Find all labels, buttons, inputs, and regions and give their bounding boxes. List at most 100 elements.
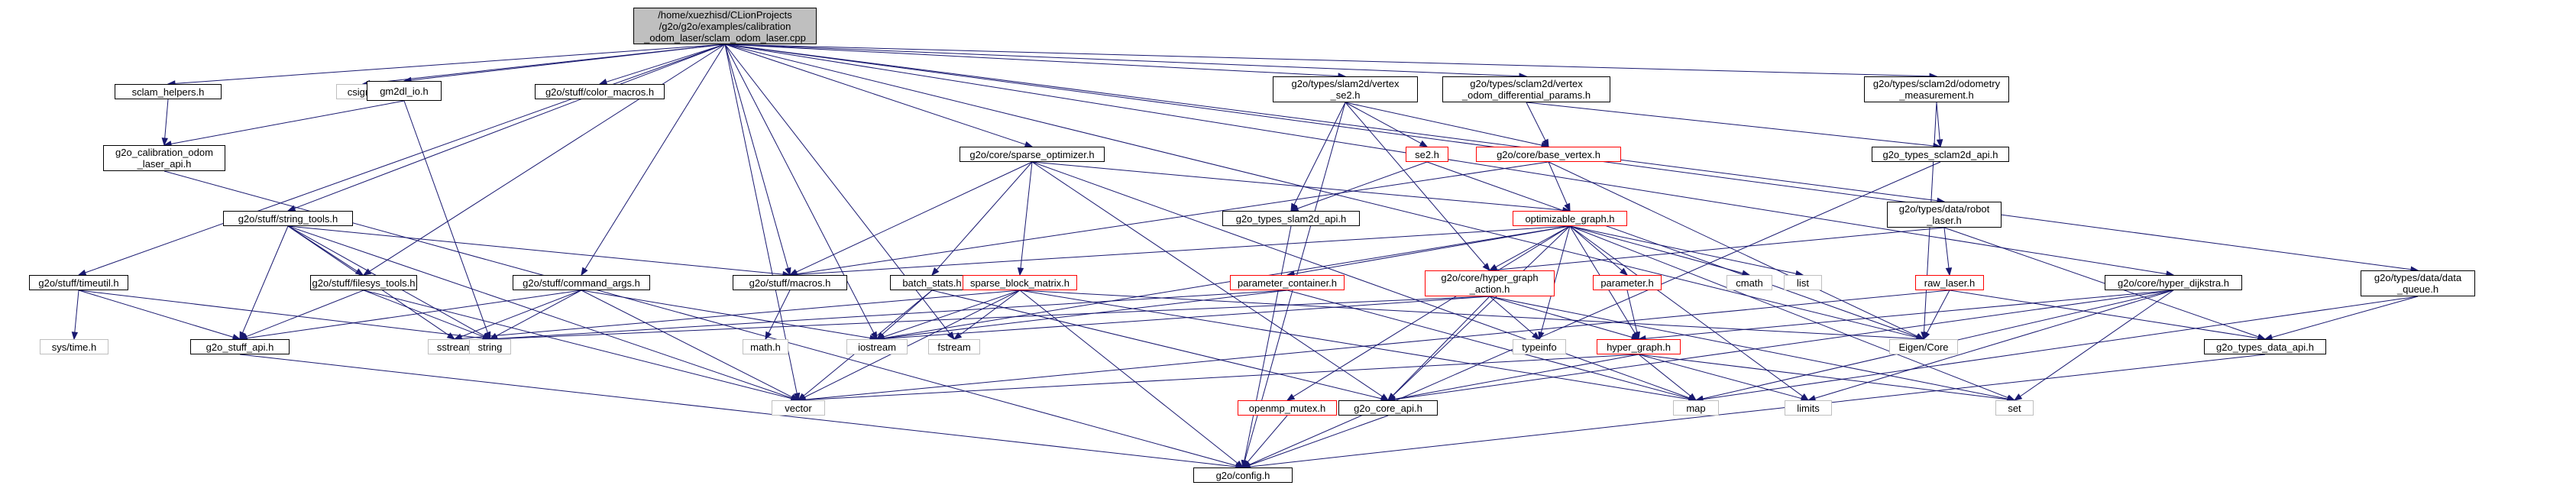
node-gm2dl-io[interactable]: gm2dl_io.h: [367, 81, 442, 101]
arrowhead-optimizable_graph-to-typeinfo: [1538, 331, 1545, 341]
node-color-macros[interactable]: g2o/stuff/color_macros.h: [535, 84, 665, 99]
node-stuff-macros[interactable]: g2o/stuff/macros.h: [733, 275, 847, 290]
node-robot-laser[interactable]: g2o/types/data/robot _laser.h: [1887, 202, 2002, 228]
edge-hyper_graph_action-to-iostream: [883, 296, 1490, 339]
node-sclam2d-api[interactable]: g2o_types_sclam2d_api.h: [1872, 147, 2009, 162]
edge-vertex_se2-to-se2: [1345, 102, 1422, 144]
edge-command_args-to-string: [496, 290, 582, 337]
node-string-tools[interactable]: g2o/stuff/string_tools.h: [223, 211, 353, 226]
edge-timeutil-to-stuff_api: [78, 290, 234, 338]
edge-sparse_block_matrix-to-map: [1019, 290, 1690, 400]
edge-hyper_dijkstra-to-limits: [1814, 290, 2174, 399]
node-sparse-optimizer[interactable]: g2o/core/sparse_optimizer.h: [960, 147, 1105, 162]
node-parameter[interactable]: parameter.h: [1593, 275, 1662, 290]
arrowhead-optimizable_graph-to-parameter: [1620, 267, 1629, 276]
node-data-queue[interactable]: g2o/types/data/data _queue.h: [2361, 270, 2475, 296]
node-hyper-graph-action[interactable]: g2o/core/hyper_graph _action.h: [1425, 270, 1555, 296]
node-root: /home/xuezhisd/CLionProjects /g2o/g2o/ex…: [633, 8, 817, 44]
arrowhead-timeutil-to-sys_time: [71, 332, 79, 341]
node-parameter-container[interactable]: parameter_container.h: [1230, 275, 1345, 290]
edge-robot_laser-to-hyper_graph_action: [1496, 227, 1945, 270]
node-timeutil[interactable]: g2o/stuff/timeutil.h: [29, 275, 128, 290]
edge-hyper_graph-to-set: [1638, 354, 2008, 400]
arrowhead-robot_laser-to-raw_laser: [1945, 267, 1953, 277]
node-sclam-helpers[interactable]: sclam_helpers.h: [115, 84, 222, 99]
node-hyper-dijkstra[interactable]: g2o/core/hyper_dijkstra.h: [2105, 275, 2242, 290]
edge-sparse_block_matrix-to-iostream: [883, 290, 1021, 338]
edge-data_queue-to-types_data_api: [2271, 296, 2419, 338]
arrowhead-vertex_se2-to-se2: [1419, 140, 1429, 147]
edge-sparse_block_matrix-to-fstream: [959, 290, 1021, 336]
arrowhead-sparse_block_matrix-to-fstream: [953, 332, 963, 340]
edge-hyper_graph_action-to-core_api: [1392, 296, 1490, 396]
node-base-vertex[interactable]: g2o/core/base_vertex.h: [1476, 147, 1621, 162]
node-calib-api[interactable]: g2o_calibration_odom _laser_api.h: [103, 145, 225, 171]
edge-raw_laser-to-vector: [804, 290, 1950, 400]
edge-command_args-to-iostream: [581, 290, 871, 338]
edge-root-to-stuff_macros: [724, 44, 789, 269]
edge-parameter-to-hyper_graph: [1626, 290, 1638, 333]
node-hyper-graph[interactable]: hyper_graph.h: [1597, 339, 1681, 354]
node-eigen-core: Eigen/Core: [1889, 339, 1958, 354]
edge-se2-to-eigen_core: [1426, 161, 1917, 338]
node-map: map: [1673, 400, 1719, 416]
node-raw-laser[interactable]: raw_laser.h: [1915, 275, 1984, 290]
node-slam2d-api[interactable]: g2o_types_slam2d_api.h: [1222, 211, 1360, 226]
node-fstream: fstream: [928, 339, 980, 354]
edge-types_data_api-to-config: [1249, 354, 2266, 467]
edge-optimizable_graph-to-set: [1569, 225, 2008, 399]
node-openmp-mutex[interactable]: openmp_mutex.h: [1238, 400, 1337, 416]
edge-sparse_block_matrix-to-eigen_core: [1019, 290, 1917, 339]
edge-string_tools-to-stuff_api: [242, 225, 289, 333]
edge-parameter_container-to-iostream: [883, 290, 1288, 339]
edge-core_api-to-config: [1249, 415, 1389, 466]
edge-sparse_optimizer-to-core_api: [1031, 161, 1383, 397]
node-math-h: math.h: [743, 339, 788, 354]
edge-optimizable_graph-to-typeinfo: [1540, 225, 1571, 333]
edge-optimizable_graph-to-parameter: [1569, 225, 1623, 271]
edge-hyper_graph_action-to-set: [1489, 296, 2008, 400]
edge-root-to-sclam_helpers: [174, 44, 726, 84]
edge-odometry_meas-to-sclam2d_api: [1936, 102, 1940, 141]
node-se2[interactable]: se2.h: [1406, 147, 1448, 162]
node-filesys-tools[interactable]: g2o/stuff/filesys_tools.h: [310, 275, 417, 290]
node-odometry-meas[interactable]: g2o/types/sclam2d/odometry _measurement.…: [1864, 76, 2009, 102]
edge-slam2d_api-to-config: [1244, 225, 1292, 461]
edge-vertex_odom-to-sclam2d_api: [1526, 102, 1934, 147]
node-sys-time: sys/time.h: [40, 339, 108, 354]
arrowhead-optimizable_graph-to-hyper_graph_action: [1488, 264, 1498, 271]
edge-sparse_block_matrix-to-config: [1019, 290, 1238, 464]
node-vertex-se2[interactable]: g2o/types/slam2d/vertex _se2.h: [1273, 76, 1418, 102]
node-command-args[interactable]: g2o/stuff/command_args.h: [513, 275, 650, 290]
node-config[interactable]: g2o/config.h: [1193, 467, 1293, 483]
edge-hyper_graph_action-to-hyper_graph: [1489, 296, 1633, 338]
edge-optimizable_graph-to-hyper_graph_action: [1495, 225, 1571, 268]
edge-optimizable_graph-to-iostream: [883, 225, 1571, 339]
node-list: list: [1784, 275, 1822, 290]
node-optimizable-graph[interactable]: optimizable_graph.h: [1513, 211, 1627, 226]
edge-vertex_se2-to-hyper_graph_action: [1345, 102, 1486, 266]
edge-vertex_se2-to-base_vertex: [1345, 102, 1542, 146]
edge-sparse_optimizer-to-map: [1031, 161, 1690, 399]
edge-optimizable_graph-to-parameter_container: [1293, 225, 1571, 274]
node-core-api[interactable]: g2o_core_api.h: [1338, 400, 1438, 416]
edge-hyper_graph_action-to-string: [497, 296, 1490, 340]
edge-hyper_dijkstra-to-hyper_graph: [1645, 290, 2174, 339]
node-batch-stats[interactable]: batch_stats.h: [890, 275, 974, 290]
node-stuff-api[interactable]: g2o_stuff_api.h: [190, 339, 290, 354]
edge-root-to-iostream: [724, 44, 875, 334]
arrowhead-openmp_mutex-to-config: [1242, 460, 1251, 469]
edge-gm2dl_io-to-calib_api: [170, 100, 405, 144]
edge-root-to-vertex_se2: [724, 44, 1339, 76]
node-vertex-odom[interactable]: g2o/types/sclam2d/vertex _odom_different…: [1442, 76, 1610, 102]
edge-hyper_dijkstra-to-set: [2020, 290, 2174, 397]
edge-root-to-vector: [724, 44, 798, 394]
node-cmath: cmath: [1727, 275, 1772, 290]
edge-base_vertex-to-optimizable_graph: [1548, 161, 1568, 205]
edge-hyper_graph-to-map: [1638, 354, 1691, 396]
edge-sparse_optimizer-to-sparse_block_matrix: [1020, 161, 1033, 269]
node-types-data-api[interactable]: g2o_types_data_api.h: [2204, 339, 2326, 354]
arrowhead-stuff_macros-to-math_h: [765, 331, 772, 341]
node-sparse-block-matrix[interactable]: sparse_block_matrix.h: [963, 275, 1077, 290]
edge-parameter_container-to-string: [497, 290, 1288, 339]
